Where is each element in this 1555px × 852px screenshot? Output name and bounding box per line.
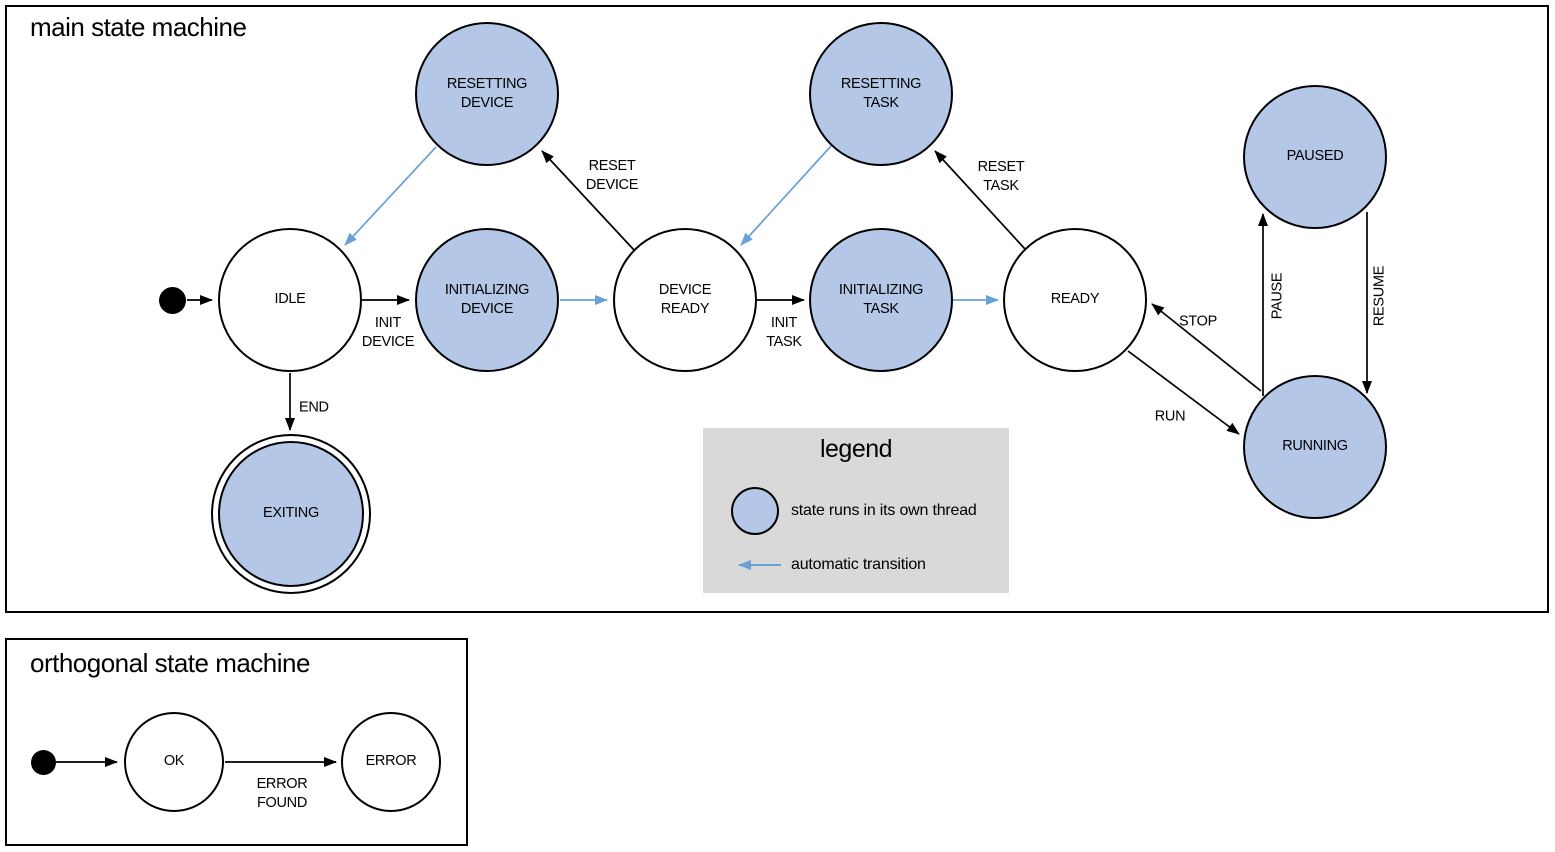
state-label: RUNNING <box>1282 438 1348 455</box>
state-ready: READY <box>1003 228 1147 372</box>
threaded-state-swatch-icon <box>731 487 779 535</box>
state-label: EXITING <box>263 505 319 522</box>
state-label: READY <box>1050 291 1100 308</box>
transition-label-reset-task: RESET TASK <box>977 159 1025 194</box>
state-idle: IDLE <box>218 228 362 372</box>
state-label: IDLE <box>274 291 306 308</box>
main-state-machine-panel <box>5 5 1549 613</box>
transition-label-run: RUN <box>1154 408 1186 425</box>
legend-item-threaded-label: state runs in its own thread <box>791 502 977 519</box>
state-label: INITIALIZING TASK <box>838 281 924 317</box>
state-ok: OK <box>124 712 224 812</box>
transition-label-init-device: INIT DEVICE <box>361 315 415 350</box>
state-label: RESETTING TASK <box>840 75 922 111</box>
legend-title: legend <box>819 435 893 463</box>
state-initializing-task: INITIALIZING TASK <box>809 228 953 372</box>
state-running: RUNNING <box>1243 375 1387 519</box>
transition-label-init-task: INIT TASK <box>766 315 802 350</box>
automatic-transition-arrow-icon <box>738 560 781 570</box>
main-state-machine-title: main state machine <box>30 12 247 42</box>
state-resetting-task: RESETTING TASK <box>809 22 953 166</box>
state-label: ERROR <box>365 753 417 770</box>
transition-label-reset-device: RESET DEVICE <box>585 158 639 193</box>
orthogonal-state-machine-title: orthogonal state machine <box>30 648 310 678</box>
state-label: RESETTING DEVICE <box>446 75 528 111</box>
state-device-ready: DEVICE READY <box>613 228 757 372</box>
transition-label-resume: RESUME <box>1371 265 1388 327</box>
orthogonal-initial-state-dot <box>31 750 56 775</box>
state-resetting-device: RESETTING DEVICE <box>415 22 559 166</box>
transition-label-error-found: ERROR FOUND <box>256 776 308 811</box>
initial-state-dot <box>159 287 186 314</box>
state-label: INITIALIZING DEVICE <box>444 281 530 317</box>
transition-label-pause: PAUSE <box>1269 272 1286 320</box>
state-label: OK <box>163 753 185 770</box>
final-state-inner-circle: EXITING <box>218 441 364 587</box>
legend-item-automatic-label: automatic transition <box>791 556 926 573</box>
state-label: PAUSED <box>1286 148 1344 165</box>
orthogonal-state-machine-panel <box>5 638 468 846</box>
transition-label-stop: STOP <box>1178 313 1218 330</box>
state-paused: PAUSED <box>1243 85 1387 229</box>
state-initializing-device: INITIALIZING DEVICE <box>415 228 559 372</box>
transition-label-end: END <box>299 399 329 416</box>
state-error: ERROR <box>341 712 441 812</box>
state-exiting: EXITING <box>211 434 371 594</box>
state-label: DEVICE READY <box>658 281 712 317</box>
legend-panel: legend state runs in its own thread auto… <box>703 428 1009 593</box>
